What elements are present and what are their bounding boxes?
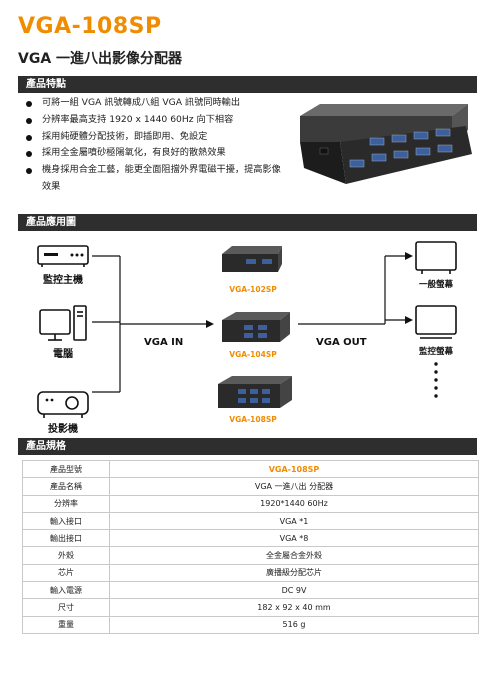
vga-out-label: VGA OUT: [316, 337, 367, 348]
spec-value: VGA-108SP: [109, 459, 479, 479]
section-header-specs: 產品規格: [18, 438, 477, 455]
spec-key: 輸入接口: [22, 511, 110, 531]
feature-item: 機身採用合金工藝，能更全面阻擋外界電磁干擾，提高影像效果: [26, 162, 281, 196]
monitor-icon: [415, 241, 457, 274]
model-label: VGA-102SP: [229, 285, 277, 294]
projector-icon: [37, 391, 89, 418]
table-row: 芯片廣播級分配芯片: [22, 563, 479, 583]
spec-value: VGA *1: [109, 511, 479, 531]
spec-value: VGA 一進八出 分配器: [109, 477, 479, 496]
spec-value: 全金屬合金外殼: [109, 546, 479, 565]
dvr-icon: [37, 245, 89, 267]
spec-key: 產品名稱: [22, 477, 110, 496]
spec-key: 芯片: [22, 563, 110, 583]
computer-icon: [39, 305, 87, 341]
splitter-108sp-image: [218, 376, 292, 408]
spec-key: 分辨率: [22, 494, 110, 513]
source-label-dvr: 監控主機: [43, 275, 83, 286]
spec-value: VGA *8: [109, 529, 479, 548]
section-header-features: 產品特點: [18, 76, 477, 93]
splitter-104sp-image: [222, 312, 290, 342]
page-subtitle: VGA 一進八出影像分配器: [18, 51, 183, 67]
feature-item: 可將一組 VGA 訊號轉成八組 VGA 訊號同時輸出: [26, 95, 281, 112]
spec-value: 182 x 92 x 40 mm: [109, 598, 479, 617]
vga-in-label: VGA IN: [144, 337, 184, 348]
more-outputs-dots: [434, 362, 438, 398]
splitter-102sp-image: [222, 246, 282, 272]
spec-key: 產品型號: [22, 459, 110, 479]
output-label-surveillance: 監控螢幕: [418, 347, 453, 357]
spec-key: 外殼: [22, 546, 110, 565]
spec-value: 516 g: [109, 615, 479, 634]
section-header-application: 產品應用圖: [18, 214, 477, 231]
source-label-projector: 投影機: [48, 424, 78, 435]
monitor-icon: [415, 305, 457, 339]
application-diagram: [37, 241, 457, 418]
feature-list: 可將一組 VGA 訊號轉成八組 VGA 訊號同時輸出 分辨率最高支持 1920 …: [26, 95, 281, 196]
table-row: 外殼全金屬合金外殼: [22, 546, 479, 565]
product-photo: [300, 104, 472, 184]
output-label-general: 一般螢幕: [418, 280, 453, 290]
spec-key: 輸入電源: [22, 581, 110, 600]
spec-key: 尺寸: [22, 598, 110, 617]
model-label: VGA-108SP: [229, 415, 277, 424]
source-label-computer: 電腦: [53, 349, 73, 360]
spec-value: DC 9V: [109, 581, 479, 600]
feature-item: 分辨率最高支持 1920 x 1440 60Hz 向下相容: [26, 112, 281, 129]
spec-key: 重量: [22, 615, 110, 634]
page-title: VGA-108SP: [18, 14, 162, 39]
spec-value: 廣播級分配芯片: [109, 563, 479, 583]
spec-value: 1920*1440 60Hz: [109, 494, 479, 513]
spec-key: 輸出接口: [22, 529, 110, 548]
feature-item: 採用全金屬噴砂極陽氧化，有良好的散熱效果: [26, 145, 281, 162]
feature-item: 採用純硬體分配技術，即插即用、免設定: [26, 129, 281, 146]
model-label: VGA-104SP: [229, 350, 277, 359]
